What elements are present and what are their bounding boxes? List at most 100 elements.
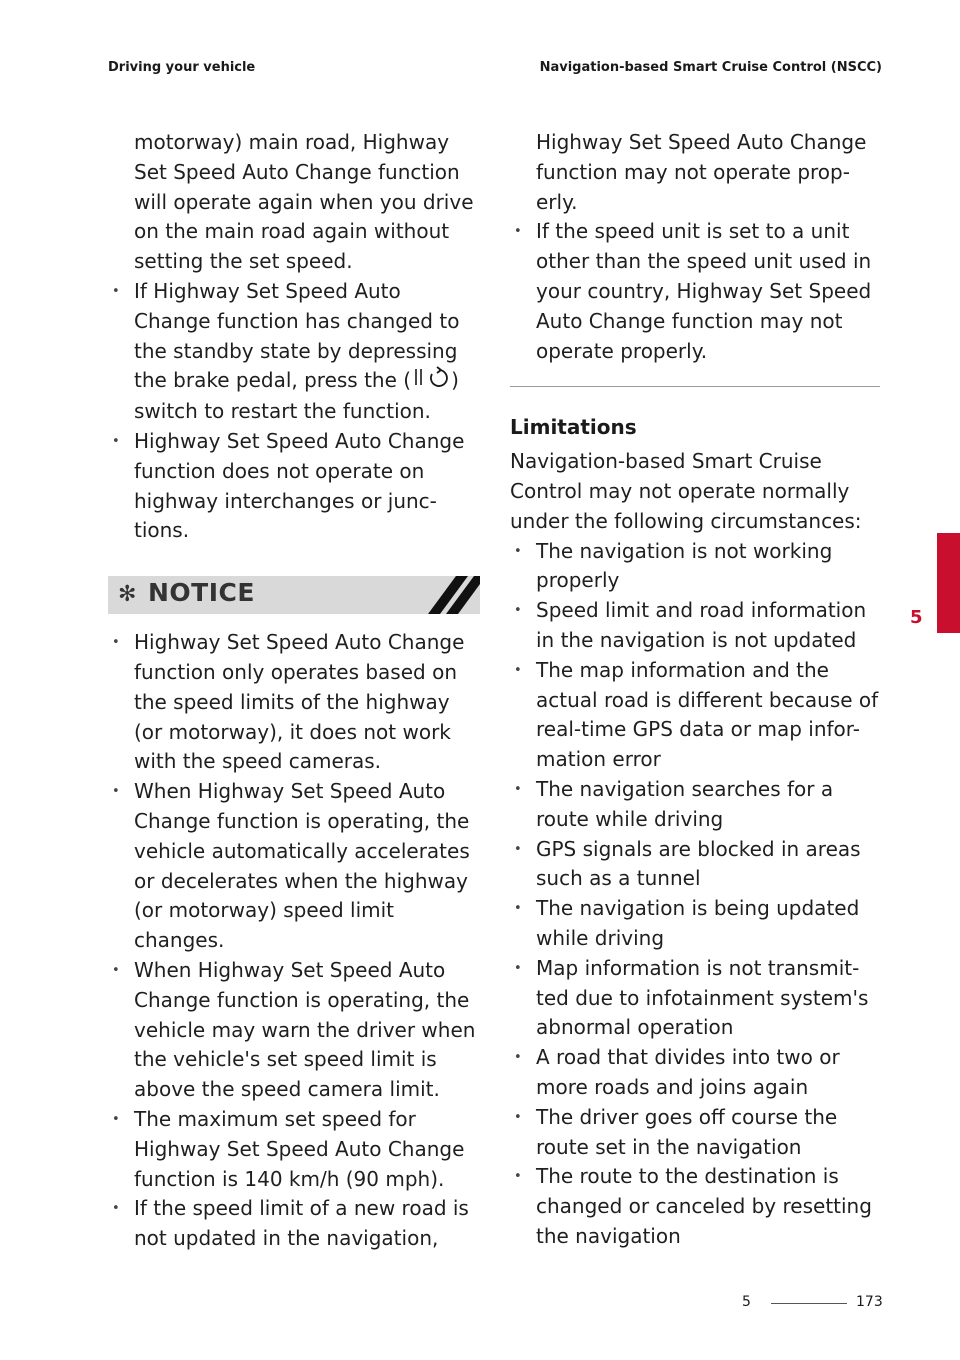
text-line: will operate again when you drive <box>134 189 474 214</box>
text-line: When Highway Set Speed Auto <box>134 958 446 983</box>
text-line: the speed limits of the highway <box>134 689 450 714</box>
text-line: the navigation <box>536 1223 681 1248</box>
right-column: Highway Set Speed Auto Change function m… <box>510 128 880 1252</box>
text-line: operate properly. <box>536 338 708 363</box>
text-line: above the speed camera limit. <box>134 1077 440 1102</box>
text-line-with-switch: the brake pedal, press the () <box>134 366 478 397</box>
text-line: more roads and joins again <box>536 1074 809 1099</box>
text-line: the standby state by depressing <box>134 338 458 363</box>
text-line: function does not operate on <box>134 458 425 483</box>
list-item: The navigation is being updated while dr… <box>510 894 880 954</box>
text-line: not updated in the navigation, <box>134 1226 439 1251</box>
text-line: other than the speed unit used in <box>536 249 872 274</box>
text-line: Change function is operating, the <box>134 809 470 834</box>
text-line: Highway Set Speed Auto Change <box>134 630 465 655</box>
list-item: When Highway Set Speed Auto Change funct… <box>108 956 478 1105</box>
text-line: switch to restart the function. <box>134 399 431 424</box>
text-line: with the speed cameras. <box>134 749 382 774</box>
text-line: When Highway Set Speed Auto <box>134 779 446 804</box>
text-line: in the navigation is not updated <box>536 627 857 652</box>
footer-page-number: 173 <box>856 1294 883 1310</box>
text-line: setting the set speed. <box>134 249 353 274</box>
list-item: If the speed unit is set to a unit other… <box>510 217 880 366</box>
list-item: If Highway Set Speed Auto Change functio… <box>108 277 478 427</box>
text-line: vehicle may warn the driver when <box>134 1017 476 1042</box>
list-item: Highway Set Speed Auto Change function o… <box>108 628 478 777</box>
text-line: tions. <box>134 518 190 543</box>
text-fragment: the brake pedal, press the ( <box>134 368 412 393</box>
text-line: or decelerates when the highway <box>134 868 468 893</box>
text-line: your country, Highway Set Speed <box>536 278 872 303</box>
text-line: Set Speed Auto Change function <box>134 159 460 184</box>
section-divider <box>510 386 880 388</box>
text-line: erly. <box>536 189 578 214</box>
limitations-intro: Navigation-based Smart Cruise Control ma… <box>510 447 880 536</box>
list-item: The maximum set speed for Highway Set Sp… <box>108 1105 478 1194</box>
text-line: The navigation is being updated <box>536 896 860 921</box>
text-line: The navigation is not working <box>536 538 833 563</box>
list-item: The route to the destination is changed … <box>510 1162 880 1251</box>
notice-bullet-list: Highway Set Speed Auto Change function o… <box>108 628 478 1254</box>
list-item: The driver goes off course the route set… <box>510 1103 880 1163</box>
text-line: under the following circumstances: <box>510 508 862 533</box>
text-line: The navigation searches for a <box>536 776 834 801</box>
text-line: Highway Set Speed Auto Change <box>134 429 465 454</box>
list-item: Speed limit and road information in the … <box>510 596 880 656</box>
text-line: The route to the destination is <box>536 1164 839 1189</box>
notice-title: NOTICE <box>148 578 255 608</box>
text-line: Highway Set Speed Auto Change <box>536 130 867 154</box>
left-column: motorway) main road, Highway Set Speed A… <box>108 128 480 1254</box>
text-line: actual road is different because of <box>536 687 879 712</box>
text-line: function is 140 km/h (90 mph). <box>134 1166 445 1191</box>
lane-cruise-switch-icon <box>411 366 451 397</box>
text-line: changes. <box>134 928 225 953</box>
left-bullet-list: If Highway Set Speed Auto Change functio… <box>108 277 478 546</box>
text-line: Auto Change function may not <box>536 308 843 333</box>
text-line: the vehicle's set speed limit is <box>134 1047 437 1072</box>
text-line: vehicle automatically accelerates <box>134 838 470 863</box>
text-line: changed or canceled by resetting <box>536 1194 872 1219</box>
text-line: The driver goes off course the <box>536 1104 838 1129</box>
text-line: The map information and the <box>536 657 829 682</box>
text-line: (or motorway) speed limit <box>134 898 395 923</box>
text-line: Change function has changed to <box>134 308 460 333</box>
notice-banner: ✻ NOTICE <box>108 576 480 615</box>
text-line: Map information is not transmit- <box>536 955 860 980</box>
text-line: A road that divides into two or <box>536 1045 840 1070</box>
text-line: real-time GPS data or map infor- <box>536 717 860 742</box>
list-item: A road that divides into two or more roa… <box>510 1043 880 1103</box>
text-line: If the speed limit of a new road is <box>134 1196 469 1221</box>
asterisk-icon: ✻ <box>118 582 137 608</box>
text-line: highway interchanges or junc- <box>134 488 437 513</box>
text-line: route while driving <box>536 806 724 831</box>
header-section-title: Driving your vehicle <box>108 60 256 75</box>
right-continued-text: Highway Set Speed Auto Change function m… <box>510 128 880 217</box>
header-page-title: Navigation-based Smart Cruise Control (N… <box>539 60 882 75</box>
text-line: If the speed unit is set to a unit <box>536 219 850 244</box>
text-line: (or motorway), it does not work <box>134 719 451 744</box>
text-line: ted due to infotainment system's <box>536 985 869 1010</box>
left-continued-text: motorway) main road, Highway Set Speed A… <box>108 128 478 277</box>
list-item: Highway Set Speed Auto Change function d… <box>108 427 478 546</box>
text-line: Highway Set Speed Auto Change <box>134 1136 465 1161</box>
list-item: The navigation searches for a route whil… <box>510 775 880 835</box>
list-item: When Highway Set Speed Auto Change funct… <box>108 777 478 956</box>
text-line: motorway) main road, Highway <box>134 130 450 154</box>
footer-divider <box>771 1303 847 1304</box>
list-item: If the speed limit of a new road is not … <box>108 1194 478 1254</box>
text-line: abnormal operation <box>536 1015 734 1040</box>
right-bullet-list: If the speed unit is set to a unit other… <box>510 217 880 366</box>
text-line: GPS signals are blocked in areas <box>536 836 861 861</box>
text-line: Control may not operate normally <box>510 478 850 503</box>
text-line: properly <box>536 568 620 593</box>
text-line: Navigation-based Smart Cruise <box>510 449 822 474</box>
text-line: Speed limit and road information <box>536 598 867 623</box>
list-item: Map information is not transmit- ted due… <box>510 954 880 1043</box>
text-line: route set in the navigation <box>536 1134 802 1159</box>
chapter-tab <box>937 533 960 633</box>
list-item: GPS signals are blocked in areas such as… <box>510 835 880 895</box>
list-item: The navigation is not working properly <box>510 537 880 597</box>
diagonal-stripes-icon <box>428 576 480 615</box>
text-line: such as a tunnel <box>536 866 701 891</box>
text-line: function may not operate prop- <box>536 159 850 184</box>
